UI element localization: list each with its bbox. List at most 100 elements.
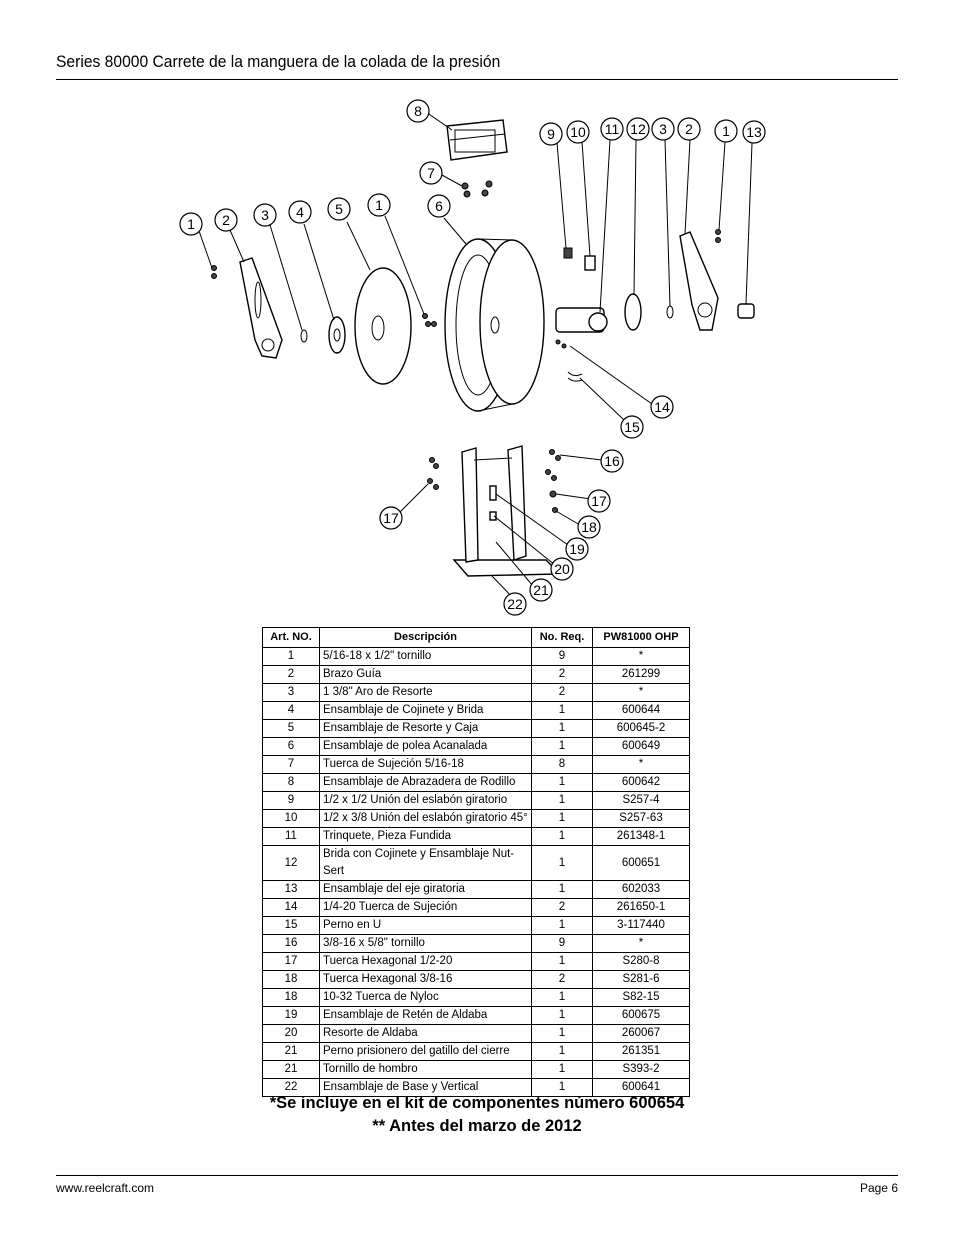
cell-no-req: 1 [531,773,593,792]
cell-part-number: S257-63 [592,809,690,828]
callout-11: 11 [600,117,624,141]
cell-descripcion: Tornillo de hombro [319,1060,532,1079]
cell-no-req: 2 [531,970,593,989]
header-rule [56,79,898,80]
svg-text:8: 8 [414,103,422,119]
cell-no-req: 1 [531,791,593,810]
cell-art-no: 4 [262,701,320,720]
cell-descripcion: 3/8-16 x 5/8" tornillo [319,934,532,953]
svg-text:17: 17 [383,510,399,526]
cell-art-no: 10 [262,809,320,828]
website-link[interactable]: www.reelcraft.com [56,1181,155,1195]
svg-text:11: 11 [605,121,620,137]
kit-note: *Se incluye en el kit de componentes núm… [269,1094,685,1112]
callout-4: 4 [288,200,312,224]
cell-art-no: 6 [262,737,320,756]
cell-part-number: 261348-1 [592,827,690,846]
cell-art-no: 3 [262,683,320,702]
cell-no-req: 1 [531,1060,593,1079]
cell-art-no: 21 [262,1042,320,1061]
svg-text:18: 18 [581,519,597,535]
svg-text:22: 22 [507,596,523,612]
cell-no-req: 1 [531,952,593,971]
callout-17-left: 17 [379,506,403,530]
swivel-shaft [737,303,755,319]
cell-no-req: 1 [531,916,593,935]
cell-art-no: 18 [262,970,320,989]
cell-part-number: 261299 [592,665,690,684]
callout-6: 6 [427,194,451,218]
cell-descripcion: 5/16-18 x 1/2" tornillo [319,647,532,666]
cell-part-number: * [592,647,690,666]
svg-text:2: 2 [222,212,230,228]
cell-descripcion: 1/4-20 Tuerca de Sujeción [319,898,532,917]
cell-no-req: 1 [531,1024,593,1043]
cell-part-number: * [592,934,690,953]
header-descripcion: Descripción [319,627,532,648]
svg-text:3: 3 [261,207,269,223]
cell-descripcion: Ensamblaje de Cojinete y Brida [319,701,532,720]
cell-descripcion: Perno en U [319,916,532,935]
cell-art-no: 18 [262,988,320,1007]
cell-descripcion: Ensamblaje de Abrazadera de Rodillo [319,773,532,792]
callout-5: 5 [327,197,351,221]
spring-case [354,267,412,385]
header-part-number: PW81000 OHP [592,627,690,648]
cell-art-no: 1 [262,647,320,666]
cell-art-no: 11 [262,827,320,846]
cell-art-no: 22 [262,1078,320,1097]
cell-descripcion: Brazo Guía [319,665,532,684]
bearing-flange-right [624,293,642,331]
page-number: Page 6 [859,1181,898,1195]
svg-text:16: 16 [604,453,620,469]
cell-no-req: 1 [531,827,593,846]
cell-part-number: 600651 [592,845,690,881]
cell-part-number: 261650-1 [592,898,690,917]
cell-part-number: 260067 [592,1024,690,1043]
header-art-no: Art. NO. [262,627,320,648]
cell-no-req: 2 [531,898,593,917]
cell-descripcion: Tuerca de Sujeción 5/16-18 [319,755,532,774]
callout-18: 18 [577,515,601,539]
cell-part-number: 600645-2 [592,719,690,738]
callout-21: 21 [529,578,553,602]
svg-text:7: 7 [427,165,435,181]
cell-part-number: 600642 [592,773,690,792]
cell-part-number: S257-4 [592,791,690,810]
cell-no-req: 1 [531,880,593,899]
date-note: ** Antes del marzo de 2012 [372,1117,582,1135]
cell-no-req: 9 [531,934,593,953]
cell-no-req: 1 [531,701,593,720]
page-title: Series 80000 Carrete de la manguera de l… [56,52,501,71]
callout-1-top: 1 [714,119,738,143]
cell-descripcion: Brida con Cojinete y Ensamblaje Nut-Sert [319,845,532,881]
callout-3-left: 3 [253,203,277,227]
cell-art-no: 12 [262,845,320,881]
cell-part-number: * [592,683,690,702]
cell-descripcion: 1/2 x 1/2 Unión del eslabón giratorio [319,791,532,810]
snap-ring-right [666,305,674,319]
cell-part-number: * [592,755,690,774]
cell-no-req: 1 [531,719,593,738]
callout-17-right: 17 [587,489,611,513]
cell-no-req: 1 [531,737,593,756]
svg-text:1: 1 [375,197,383,213]
cell-descripcion: Tuerca Hexagonal 3/8-16 [319,970,532,989]
